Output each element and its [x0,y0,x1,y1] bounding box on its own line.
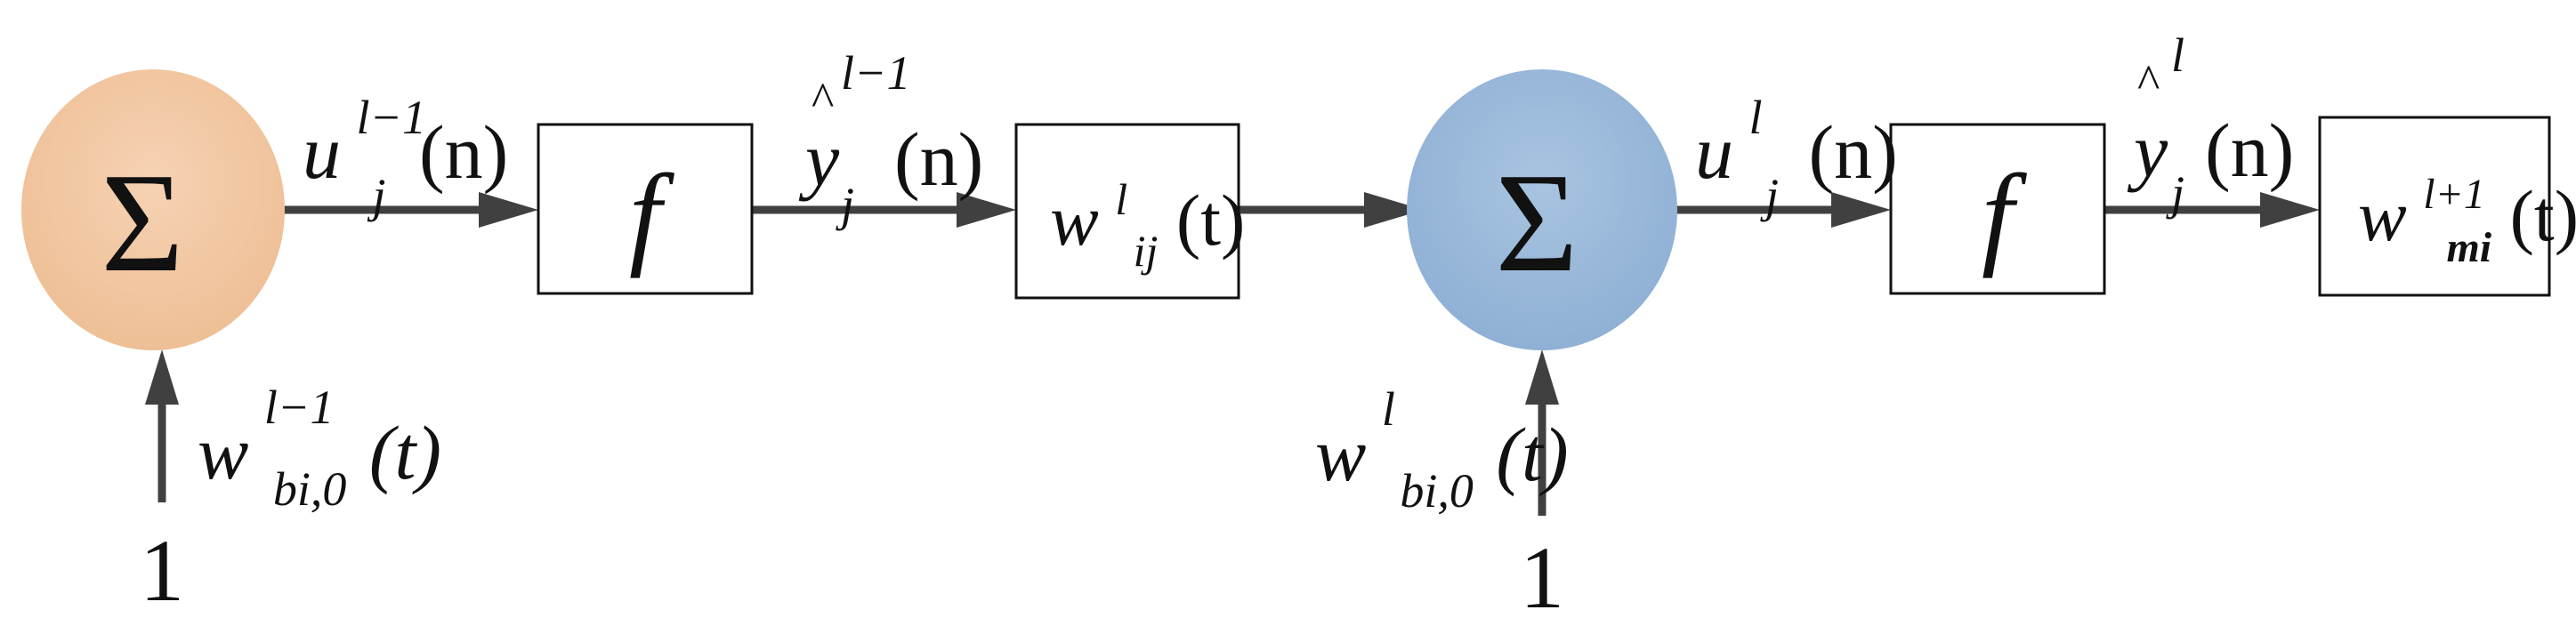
edge-label-u-curr-sub: j [1760,169,1779,222]
edge-label-y-curr-sub: j [2166,166,2184,220]
edge-label-u-prev-base: u [303,109,341,195]
bias-weight-1: w l−1 bi,0 (t) [198,355,441,522]
edge-label-y-curr-arg: (n) [2205,108,2294,193]
edge-label-y-prev: ^ l−1 y j (n) [798,20,983,237]
bias-weight-2-sup: l [1382,382,1395,436]
edge-label-y-prev-arg: (n) [894,116,983,202]
edge-label-y-curr: ^ l y j (n) [2127,3,2294,226]
arrowhead-f1-w1 [957,192,1016,228]
edge-label-y-curr-hat: ^ [2137,55,2160,108]
edge-label-u-prev: u l−1 j (n) [303,65,508,229]
sum-node-1-symbol: Σ [101,143,183,301]
weight-box-1-sup: l [1115,174,1127,224]
bias-input-2-value: 1 [1520,528,1564,627]
bias-weight-2-sub: bi,0 [1400,464,1474,518]
edge-label-y-prev-sup: l−1 [841,46,910,100]
arrowhead-sum1-f1 [479,192,538,228]
weight-box-2-sup: l+1 [2423,171,2485,218]
sum-node-1: Σ [21,69,285,350]
weight-box-1-arg: (t) [1176,180,1245,261]
weight-box-1-frame [1014,123,1240,300]
weight-box-1-base: w [1050,180,1099,261]
connectors [145,192,2320,516]
bias-weight-2-base: w [1315,412,1366,497]
arrowhead-bias2-sum2 [1525,349,1559,405]
weight-box-1-sub: ij [1134,226,1159,276]
weight-box-2-sub: mi [2446,224,2491,271]
weight-box-2: w l+1 mi (t) [2318,116,2576,297]
bias-weight-1-base: w [198,410,248,495]
arrowhead-bias1-sum1 [145,349,179,405]
edge-label-u-prev-arg: (n) [419,109,508,195]
edge-label-y-curr-sup: l [2171,28,2184,82]
edge-label-u-prev-sub: j [367,169,385,222]
bias-weight-1-sup: l−1 [264,381,334,434]
sum-node-1-circle [21,69,285,350]
weight-box-2-frame [2318,116,2551,297]
bias-input-1-value: 1 [140,521,184,620]
edge-label-u-curr-base: u [1695,109,1733,195]
bias-weight-1-arg: (t) [369,410,441,495]
activation-box-2-frame [1889,123,2106,295]
arrowhead-f2-w2 [2260,192,2320,228]
activation-box-1: f [537,123,754,295]
edge-label-y-curr-base: y [2127,108,2168,193]
sum-node-2-symbol: Σ [1495,143,1578,301]
edge-label-u-curr-arg: (n) [1809,109,1898,195]
activation-box-2: f [1889,123,2106,295]
edge-label-u-curr: u l j (n) [1695,65,1898,229]
weight-box-1-label: w l ij (t) [1050,149,1245,282]
bias-weight-1-sub: bi,0 [273,462,347,516]
edge-label-y-prev-sub: j [836,178,854,231]
bias-weight-2: w l bi,0 (t) [1315,357,1569,524]
edge-label-y-prev-hat: ^ [812,73,834,126]
bias-weight-2-arg: (t) [1496,412,1568,497]
sum-node-2: Σ [1407,69,1677,350]
edge-label-u-curr-sup: l [1749,91,1763,144]
arrowhead-w1-sum2 [1364,192,1424,228]
arrowhead-sum2-f2 [1831,192,1891,228]
weight-box-2-label: w l+1 mi (t) [2358,143,2576,277]
sum-node-2-circle [1407,69,1677,350]
weight-box-2-base: w [2358,175,2407,256]
edge-label-u-prev-sup: l−1 [357,91,426,144]
weight-box-2-arg: (t) [2510,175,2576,256]
activation-box-1-frame [537,123,754,295]
edge-label-y-prev-base: y [798,116,840,202]
weight-box-1: w l ij (t) [1014,123,1245,300]
